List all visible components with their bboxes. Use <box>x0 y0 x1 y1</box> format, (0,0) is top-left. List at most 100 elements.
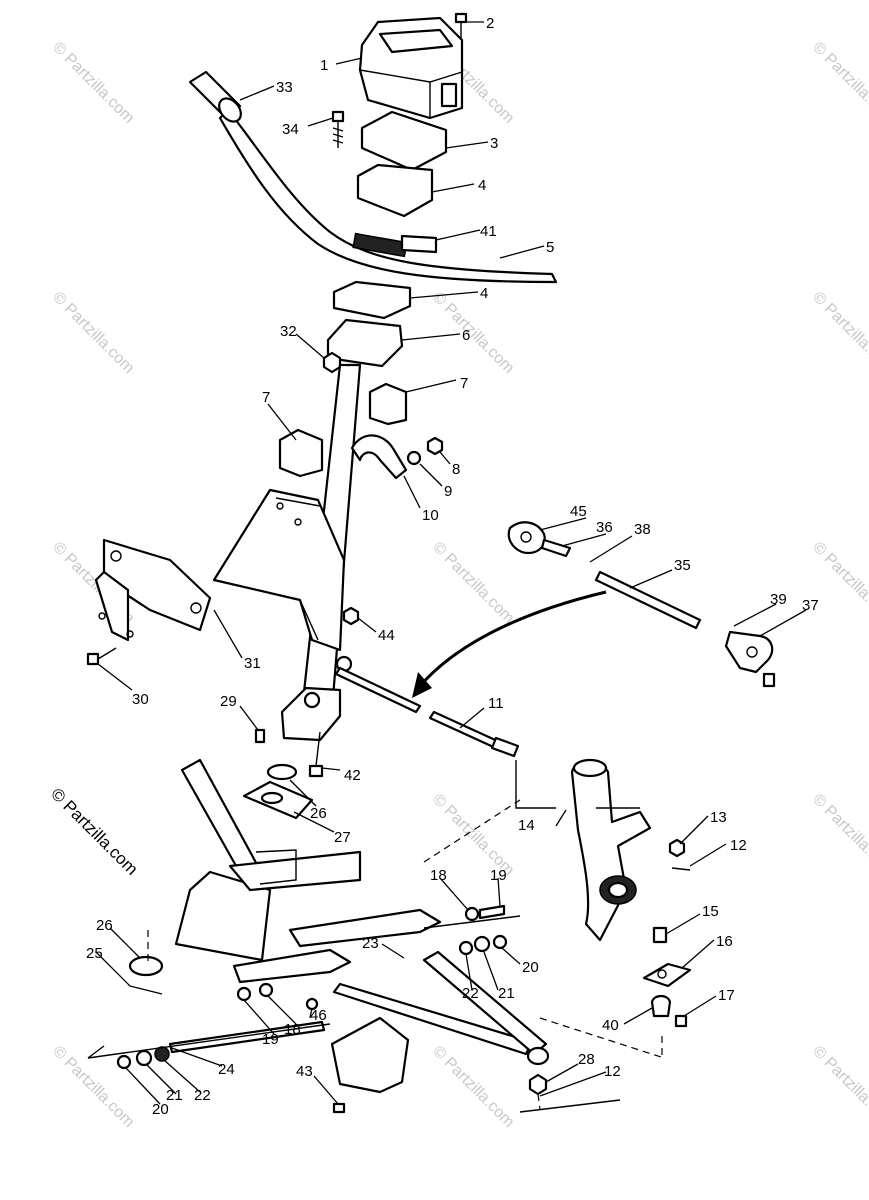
callout-label-11: 11 <box>488 695 504 712</box>
tie-rod-part <box>334 666 520 758</box>
bolt-part <box>478 904 506 920</box>
cotter-pin-part <box>129 985 163 995</box>
callout-label-18: 18 <box>430 867 447 884</box>
callout-label-16: 16 <box>716 933 733 950</box>
callout-label-26: 26 <box>96 917 113 934</box>
callout-label-32: 32 <box>280 323 297 340</box>
callout-label-12: 12 <box>604 1063 621 1080</box>
callout-label-7: 7 <box>460 375 468 392</box>
callout-label-35: 35 <box>674 557 691 574</box>
callout-label-2: 2 <box>486 15 494 32</box>
watermark: © Partzilla.com <box>49 289 137 377</box>
bushing-part <box>154 1046 170 1062</box>
screw-part <box>331 110 345 148</box>
callout-label-42: 42 <box>344 767 361 784</box>
callout-label-33: 33 <box>276 79 293 96</box>
callout-label-19: 19 <box>262 1031 279 1048</box>
washer-part <box>236 986 252 1002</box>
washer-part <box>128 955 164 977</box>
tie-rod-assembly-part <box>507 521 776 688</box>
callout-label-21: 21 <box>498 985 515 1002</box>
callout-label-29: 29 <box>220 693 237 710</box>
copyright-notice: © Partzilla.com <box>47 784 141 878</box>
callout-label-44: 44 <box>378 627 395 644</box>
callout-label-34: 34 <box>282 121 299 138</box>
bushing-part <box>473 935 491 953</box>
clamp-block-part <box>332 280 412 320</box>
watermark: © Partzilla.com <box>809 39 869 127</box>
callout-label-17: 17 <box>718 987 735 1004</box>
callout-label-1: 1 <box>320 57 328 74</box>
grip-part <box>188 70 242 123</box>
nut-part <box>426 436 444 456</box>
callout-label-26: 26 <box>310 805 327 822</box>
callout-label-13: 13 <box>710 809 727 826</box>
washer-part <box>464 906 480 922</box>
callout-label-40: 40 <box>602 1017 619 1034</box>
bushing-part <box>368 382 408 426</box>
washer-part <box>492 934 508 950</box>
watermark: © Partzilla.com <box>809 791 869 879</box>
frame-part <box>174 758 442 984</box>
callout-label-7: 7 <box>262 389 270 406</box>
callout-label-39: 39 <box>770 591 787 608</box>
callout-label-23: 23 <box>362 935 379 952</box>
cotter-pin-part <box>671 867 691 871</box>
callout-label-10: 10 <box>422 507 439 524</box>
tape-part <box>400 234 438 254</box>
bolt-part <box>308 731 324 778</box>
callout-label-46: 46 <box>310 1007 327 1024</box>
callout-label-36: 36 <box>596 519 613 536</box>
callout-label-20: 20 <box>152 1101 169 1118</box>
washer-part <box>406 450 422 466</box>
washer-part <box>116 1054 132 1070</box>
assembly-arrow <box>412 590 607 698</box>
a-arm-part <box>330 950 550 1094</box>
nut-part <box>528 1073 548 1096</box>
handlebar-pad-part <box>358 16 464 120</box>
bolt-part <box>86 647 117 666</box>
callout-label-22: 22 <box>462 985 479 1002</box>
callout-label-20: 20 <box>522 959 539 976</box>
callout-label-41: 41 <box>480 223 497 240</box>
callout-label-43: 43 <box>296 1063 313 1080</box>
callout-label-4: 4 <box>478 177 486 194</box>
shaft-part <box>168 1020 326 1054</box>
watermark: © Partzilla.com <box>429 289 517 377</box>
callout-label-22: 22 <box>194 1087 211 1104</box>
washer-part <box>266 763 298 781</box>
callout-label-24: 24 <box>218 1061 235 1078</box>
bushing-part <box>278 428 324 478</box>
callout-label-37: 37 <box>802 597 819 614</box>
callout-label-45: 45 <box>570 503 587 520</box>
mount-bracket-part <box>94 538 212 642</box>
clamp-block-part <box>356 163 434 218</box>
callout-label-5: 5 <box>546 239 554 256</box>
callout-label-25: 25 <box>86 945 103 962</box>
callout-label-14: 14 <box>518 817 535 834</box>
callout-label-8: 8 <box>452 461 460 478</box>
watermark: © Partzilla.com <box>429 791 517 879</box>
handlebar-part <box>218 108 558 284</box>
callout-label-12: 12 <box>730 837 747 854</box>
nut-part <box>322 351 342 374</box>
callout-label-30: 30 <box>132 691 149 708</box>
watermark: © Partzilla.com <box>429 1043 517 1131</box>
bearing-plate-part <box>242 780 314 820</box>
callout-label-3: 3 <box>490 135 498 152</box>
artwork <box>86 12 776 1114</box>
callout-label-21: 21 <box>166 1087 183 1104</box>
callout-label-4: 4 <box>480 285 488 302</box>
bushing-part <box>135 1049 153 1067</box>
washer-part <box>258 982 274 998</box>
watermark: © Partzilla.com <box>809 289 869 377</box>
watermark: © Partzilla.com <box>429 539 517 627</box>
steering-post-part <box>212 363 362 712</box>
bolt-part <box>674 1014 688 1028</box>
callout-label-38: 38 <box>634 521 651 538</box>
callout-label-9: 9 <box>444 483 452 500</box>
bolt-part <box>332 1102 346 1114</box>
callout-label-15: 15 <box>702 903 719 920</box>
callout-labels: 1 2 3 4 4 5 6 7 7 8 9 10 11 12 12 13 14 … <box>86 15 819 1118</box>
